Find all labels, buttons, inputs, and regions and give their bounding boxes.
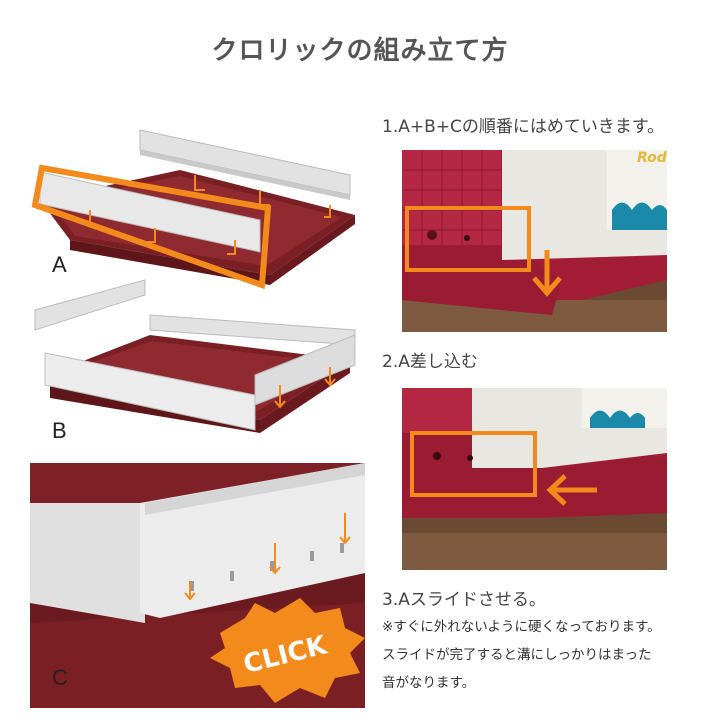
diagram-b bbox=[34, 279, 356, 433]
diagram-a bbox=[31, 129, 355, 290]
note-line-2: スライドが完了すると溝にしっかりはまった bbox=[382, 647, 652, 663]
step-3-text: 3.Aスライドさせる。 bbox=[382, 590, 546, 610]
step-1-text: 1.A+B+Cの順番にはめていきます。 bbox=[382, 117, 665, 137]
note-line-1: ※すぐに外れないように硬くなっております。 bbox=[382, 619, 661, 635]
page-title: クロリックの組み立て方 bbox=[211, 36, 509, 66]
step-2-text: 2.A差し込む bbox=[382, 352, 478, 372]
diagram-label-b: B bbox=[52, 418, 67, 443]
diagram-label-c: C bbox=[52, 665, 68, 690]
diagram-label-a: A bbox=[52, 252, 67, 277]
note-line-3: 音がなります。 bbox=[382, 675, 476, 691]
diagram-c: CLICK bbox=[30, 463, 365, 708]
photo-step-1: Rod bbox=[402, 150, 667, 332]
photo-step-2 bbox=[402, 388, 667, 570]
photo-brand-text: Rod bbox=[637, 150, 667, 166]
